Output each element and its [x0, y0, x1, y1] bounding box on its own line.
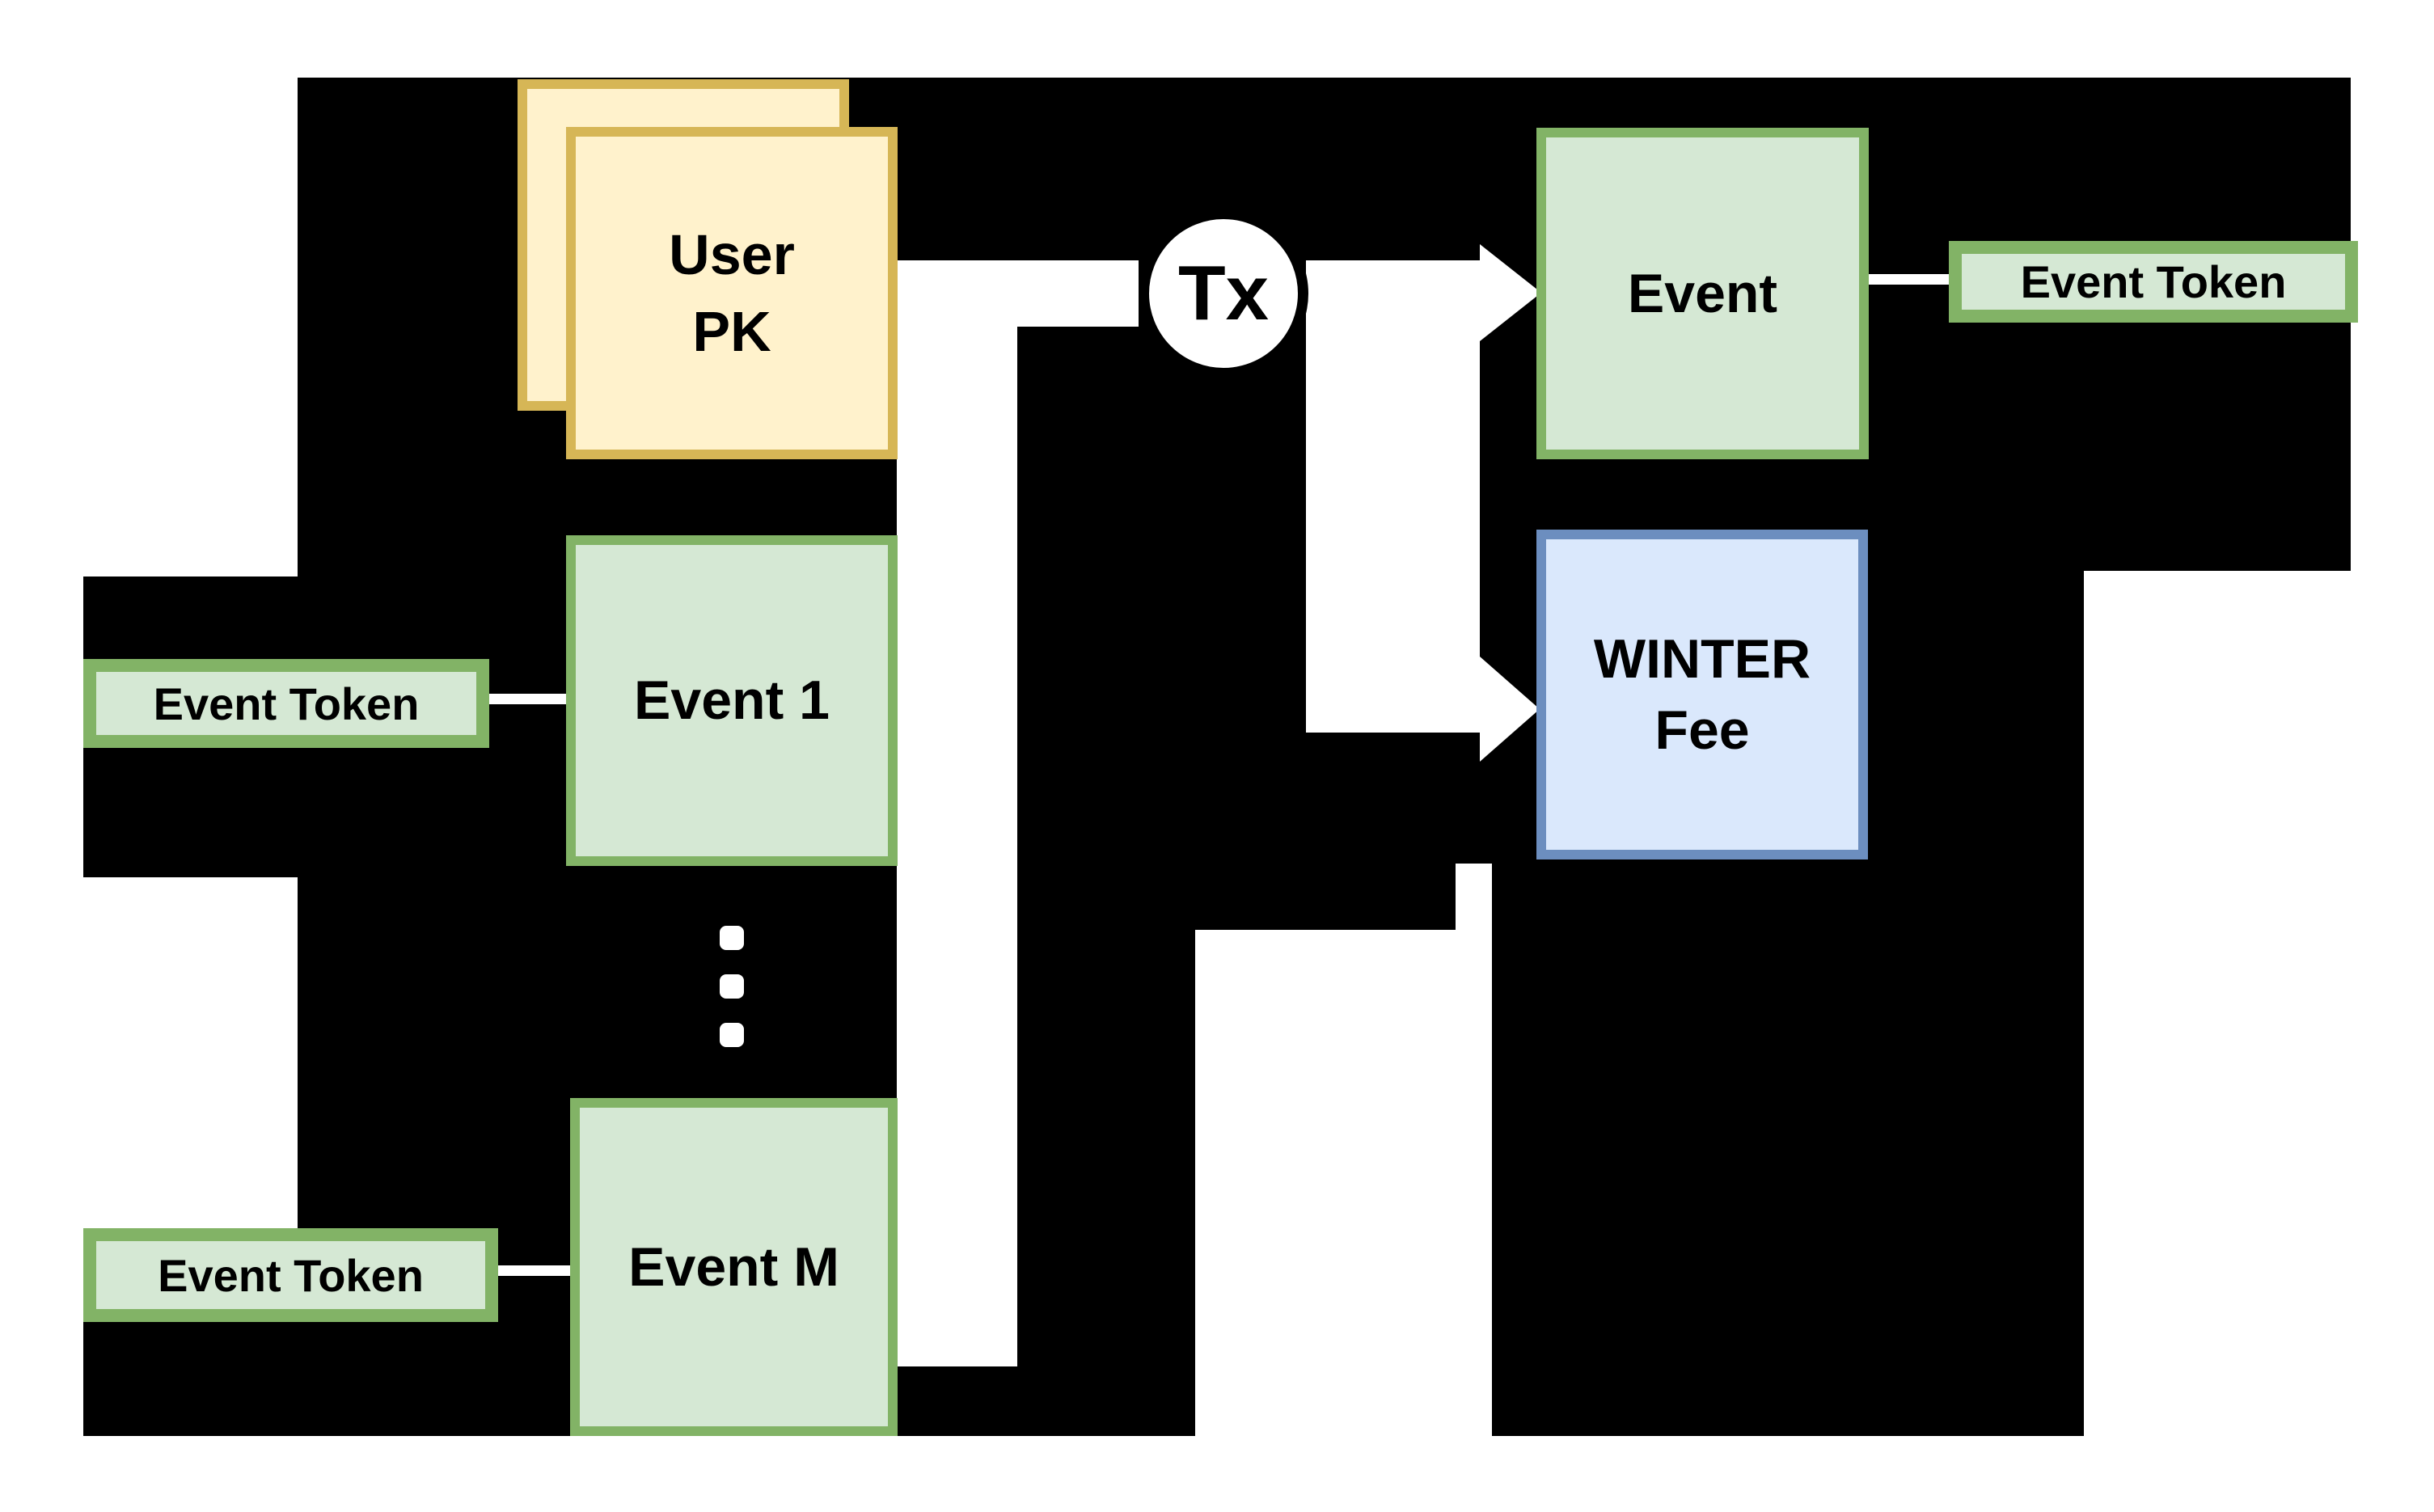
event-token-left-top: Event Token [83, 659, 489, 748]
white-region-tx-inbound-arm [1017, 260, 1139, 327]
event-arrowhead-icon [1480, 244, 1541, 341]
white-region-left-column [0, 0, 83, 1512]
white-region-vertical-band [897, 260, 1017, 1366]
connector-token-to-event1 [489, 694, 566, 704]
tx-label: Tx [1177, 250, 1270, 336]
event-1-label: Event 1 [634, 669, 830, 732]
dot [720, 974, 744, 999]
connector-event-to-token [1869, 274, 1949, 285]
event-node: Event [1536, 128, 1869, 459]
connector-token-to-eventm [489, 1265, 570, 1276]
event-m-label: Event M [628, 1235, 839, 1298]
tx-circle-node: Tx [1139, 209, 1308, 378]
white-region-fee-elbow [1306, 260, 1480, 733]
white-region-left-mid-block [83, 877, 298, 1228]
event-token-left-bottom: Event Token [83, 1228, 498, 1322]
event-token-label: Event Token [2020, 256, 2287, 307]
event-token-label: Event Token [158, 1249, 424, 1301]
white-region-right-column [2351, 0, 2434, 1512]
winter-fee-arrowhead-icon [1480, 657, 1540, 762]
user-pk-label: User PK [669, 223, 795, 363]
winter-fee-node: WINTER Fee [1536, 530, 1868, 859]
event-label: Event [1627, 262, 1778, 324]
white-region-top-band [0, 0, 2434, 78]
dot [720, 926, 744, 950]
event-1-node: Event 1 [566, 535, 898, 866]
white-region-bottom-center-block [1195, 930, 1492, 1512]
event-m-node: Event M [570, 1098, 898, 1436]
event-token-right: Event Token [1949, 241, 2358, 323]
user-pk-node: User PK [566, 127, 898, 459]
event-token-label: Event Token [153, 678, 420, 729]
dot [720, 1023, 744, 1047]
winter-fee-label: WINTER Fee [1593, 627, 1811, 761]
